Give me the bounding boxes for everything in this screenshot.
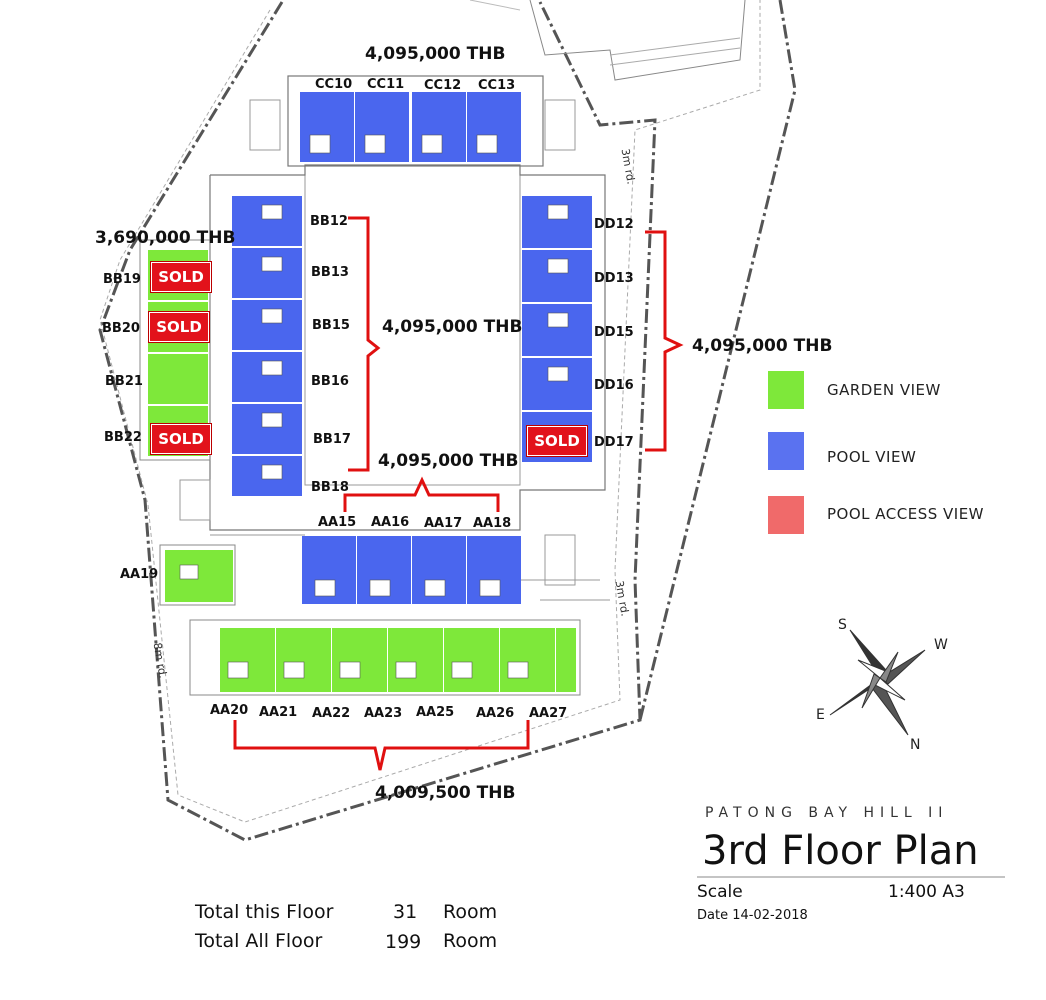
unit-label: AA22 (312, 706, 351, 721)
stair-right (544, 99, 576, 151)
unit-label: BB18 (311, 480, 349, 495)
scale-label: Scale (697, 882, 743, 902)
unit-label: AA19 (120, 567, 159, 582)
unit-label: DD13 (594, 271, 634, 286)
unit-label: CC13 (478, 78, 516, 93)
price-bb-left: 3,690,000 THB (95, 228, 236, 248)
unit-label: BB15 (312, 318, 350, 333)
compass-s: S (838, 617, 847, 633)
plan-date: Date 14-02-2018 (697, 908, 808, 923)
page-title: 3rd Floor Plan (702, 828, 979, 874)
price-brackets (233, 216, 684, 771)
stair-left (249, 99, 281, 151)
unit-label: AA17 (424, 516, 463, 531)
building-bottom-wing (189, 619, 581, 696)
unit-label: AA15 (318, 515, 357, 530)
inner-road-line (99, 0, 761, 823)
unit-label: BB22 (104, 430, 142, 445)
unit-label: DD15 (594, 325, 634, 340)
unit-label: AA18 (473, 516, 512, 531)
legend-label: POOL VIEW (827, 448, 917, 466)
aa-bottom-units (220, 628, 576, 692)
unit-label: DD12 (594, 217, 634, 232)
compass-e: E (816, 707, 825, 723)
bb-units (232, 196, 302, 496)
unit-label: BB21 (105, 374, 143, 389)
sold-badge: SOLD (149, 312, 209, 342)
project-name: PATONG BAY HILL II (705, 805, 949, 821)
scale-value: 1:400 A3 (888, 882, 965, 902)
stair-bottom-left (179, 479, 211, 521)
site-boundary-right (638, 0, 797, 721)
stair-bottom-right (544, 534, 576, 586)
unit-label: AA26 (476, 706, 515, 721)
unit-label: CC10 (315, 77, 353, 92)
building-top-block (287, 75, 544, 167)
price-dd: 4,095,000 THB (692, 336, 833, 356)
legend-label: POOL ACCESS VIEW (827, 505, 985, 523)
unit-label: BB20 (102, 321, 140, 336)
price-aa-bottom: 4,009,500 THB (375, 783, 516, 803)
unit-label: BB12 (310, 214, 348, 229)
unit-label: DD17 (594, 435, 634, 450)
total-floor-label: Total this Floor (195, 901, 334, 923)
unit-label: BB17 (313, 432, 351, 447)
total-all-label: Total All Floor (195, 930, 323, 952)
unit-label: BB19 (103, 272, 141, 287)
price-bb: 4,095,000 THB (382, 317, 523, 337)
building-left-wing (139, 239, 211, 461)
compass-n: N (910, 737, 921, 753)
sold-badge: SOLD (151, 262, 211, 292)
unit-label: CC11 (367, 77, 405, 92)
total-all-unit: Room (443, 930, 498, 952)
price-aa-top: 4,095,000 THB (378, 451, 519, 471)
legend-swatch-pool (768, 432, 804, 470)
unit-label: AA16 (371, 515, 410, 530)
unit-label: AA21 (259, 705, 298, 720)
aa19-unit (165, 550, 233, 602)
unit-label: DD16 (594, 378, 634, 393)
unit-label: BB16 (311, 374, 349, 389)
room-interiors (179, 134, 569, 679)
unit-label: BB13 (311, 265, 349, 280)
legend-label: GARDEN VIEW (827, 381, 941, 399)
total-floor-unit: Room (443, 901, 498, 923)
legend-swatch-garden (768, 371, 804, 409)
unit-label: AA25 (416, 705, 455, 720)
building-outline (209, 164, 606, 531)
compass-rose (829, 629, 926, 736)
total-all-count: 199 (385, 931, 422, 953)
unit-label: CC12 (424, 78, 462, 93)
price-cc: 4,095,000 THB (365, 44, 506, 64)
legend-swatch-pool-access (768, 496, 804, 534)
unit-label: AA27 (529, 706, 568, 721)
dd-units (522, 196, 592, 462)
neighbour-building (529, 0, 746, 81)
compass-w: W (934, 637, 948, 653)
total-floor-count: 31 (393, 901, 418, 923)
sold-badge: SOLD (527, 426, 587, 456)
unit-label: AA20 (210, 703, 249, 718)
unit-label: AA23 (364, 706, 403, 721)
sold-badge: SOLD (151, 424, 211, 454)
